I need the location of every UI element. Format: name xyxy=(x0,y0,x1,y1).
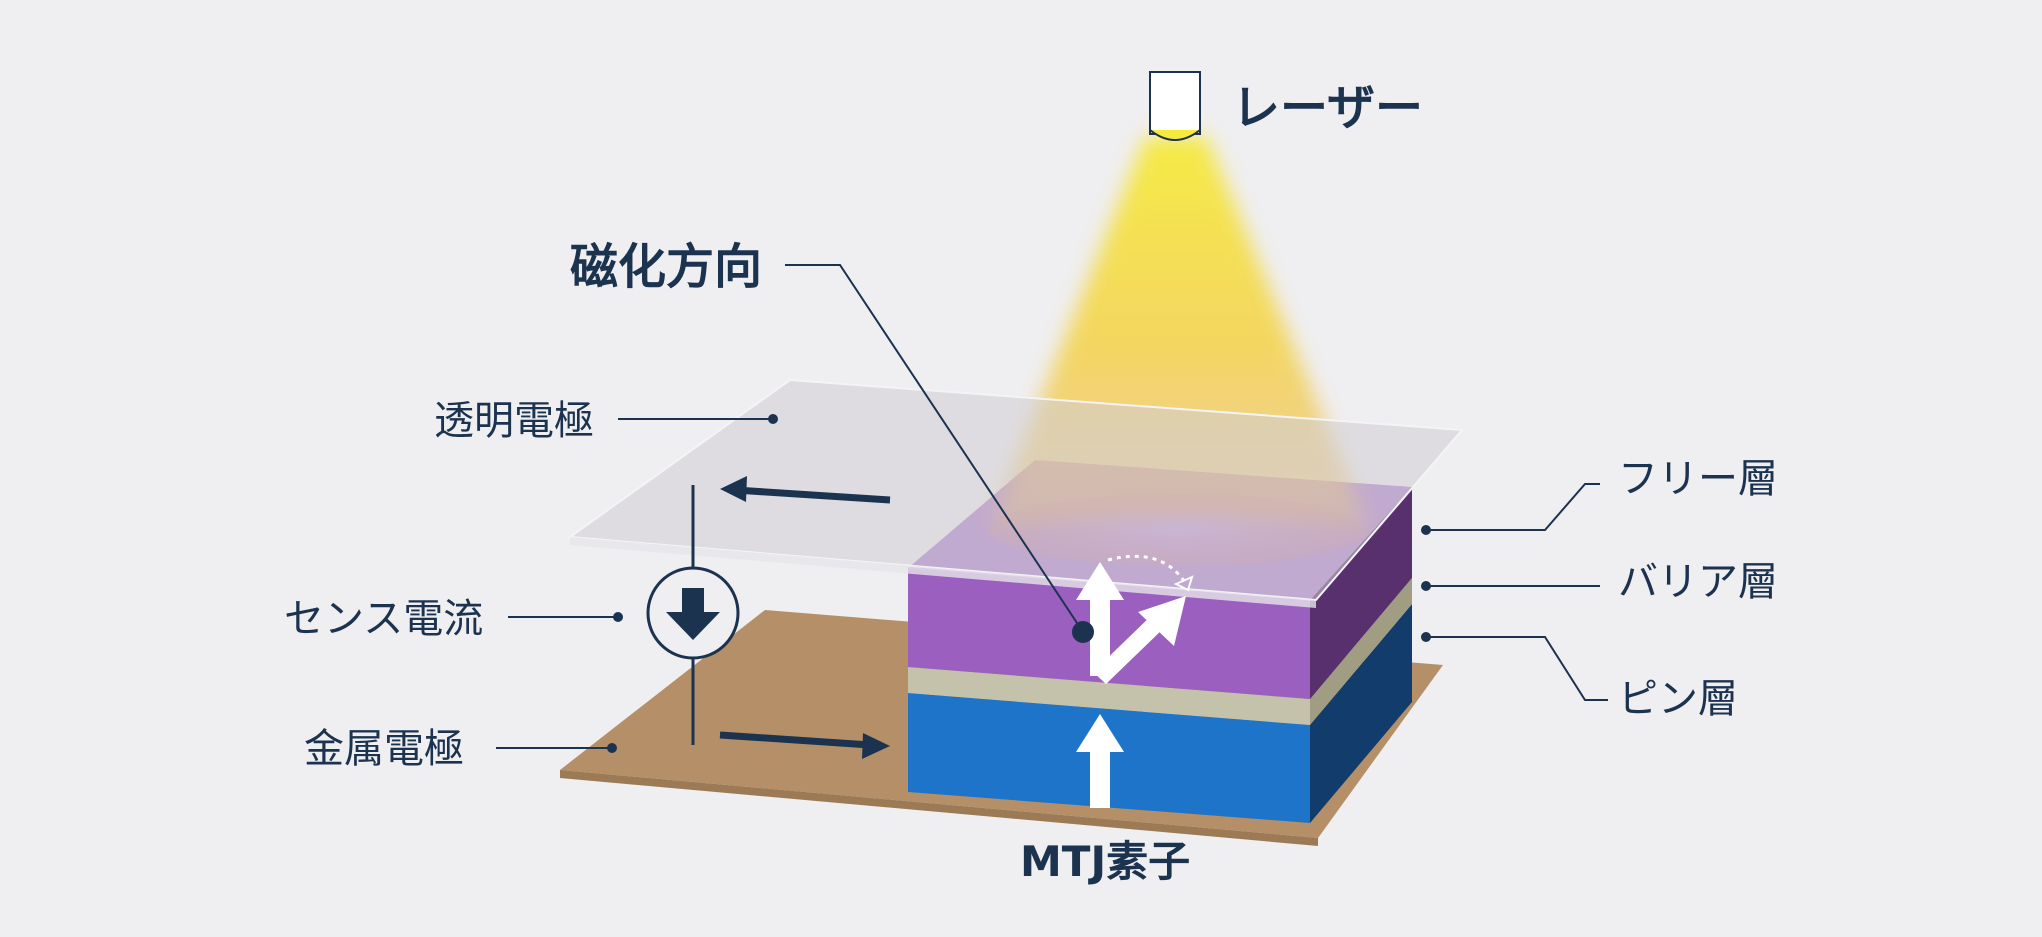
barrier-layer-label: バリア層 xyxy=(1618,559,1778,605)
laser-label: レーザー xyxy=(1232,80,1423,136)
current-source-down-icon xyxy=(666,588,720,640)
rotation-dotted-arrow xyxy=(1107,554,1188,585)
magnetization-dot xyxy=(1072,621,1094,643)
transparent-electrode-label: 透明電極 xyxy=(434,398,594,444)
metal-electrode-edge xyxy=(560,770,1318,846)
free-layer-label: フリー層 xyxy=(1618,456,1778,502)
leader-lines xyxy=(496,264,1608,749)
metal-electrode-label: 金属電極 xyxy=(304,726,464,772)
leader-free-layer xyxy=(1428,483,1600,531)
barrier-layer-side xyxy=(1310,578,1412,725)
free-layer-tilted-arrow xyxy=(1093,596,1186,684)
sense-current-label: センス電流 xyxy=(284,596,483,642)
leader-dots xyxy=(607,414,1431,753)
leader-magnetization xyxy=(785,264,1084,633)
rotation-dotted-arrowhead xyxy=(1173,575,1194,592)
pinned-layer-side xyxy=(1310,604,1412,823)
leader-pinned-layer xyxy=(1428,636,1608,701)
pinned-layer-label: ピン層 xyxy=(1618,676,1738,722)
free-layer-up-arrow xyxy=(1076,562,1124,676)
barrier-layer-front xyxy=(908,667,1310,725)
laser-emitter xyxy=(1149,71,1201,141)
magnetization-label: 磁化方向 xyxy=(570,239,762,295)
transparent-electrode xyxy=(567,378,1465,608)
free-layer-side xyxy=(1310,487,1412,699)
top-current-arrow xyxy=(734,486,891,504)
mtj-label: MTJ素子 xyxy=(1020,837,1190,886)
pinned-layer-up-arrow xyxy=(1076,714,1124,808)
top-current-arrowhead xyxy=(720,476,747,502)
bottom-current-arrow xyxy=(719,731,871,749)
bottom-current-arrowhead xyxy=(862,733,890,759)
